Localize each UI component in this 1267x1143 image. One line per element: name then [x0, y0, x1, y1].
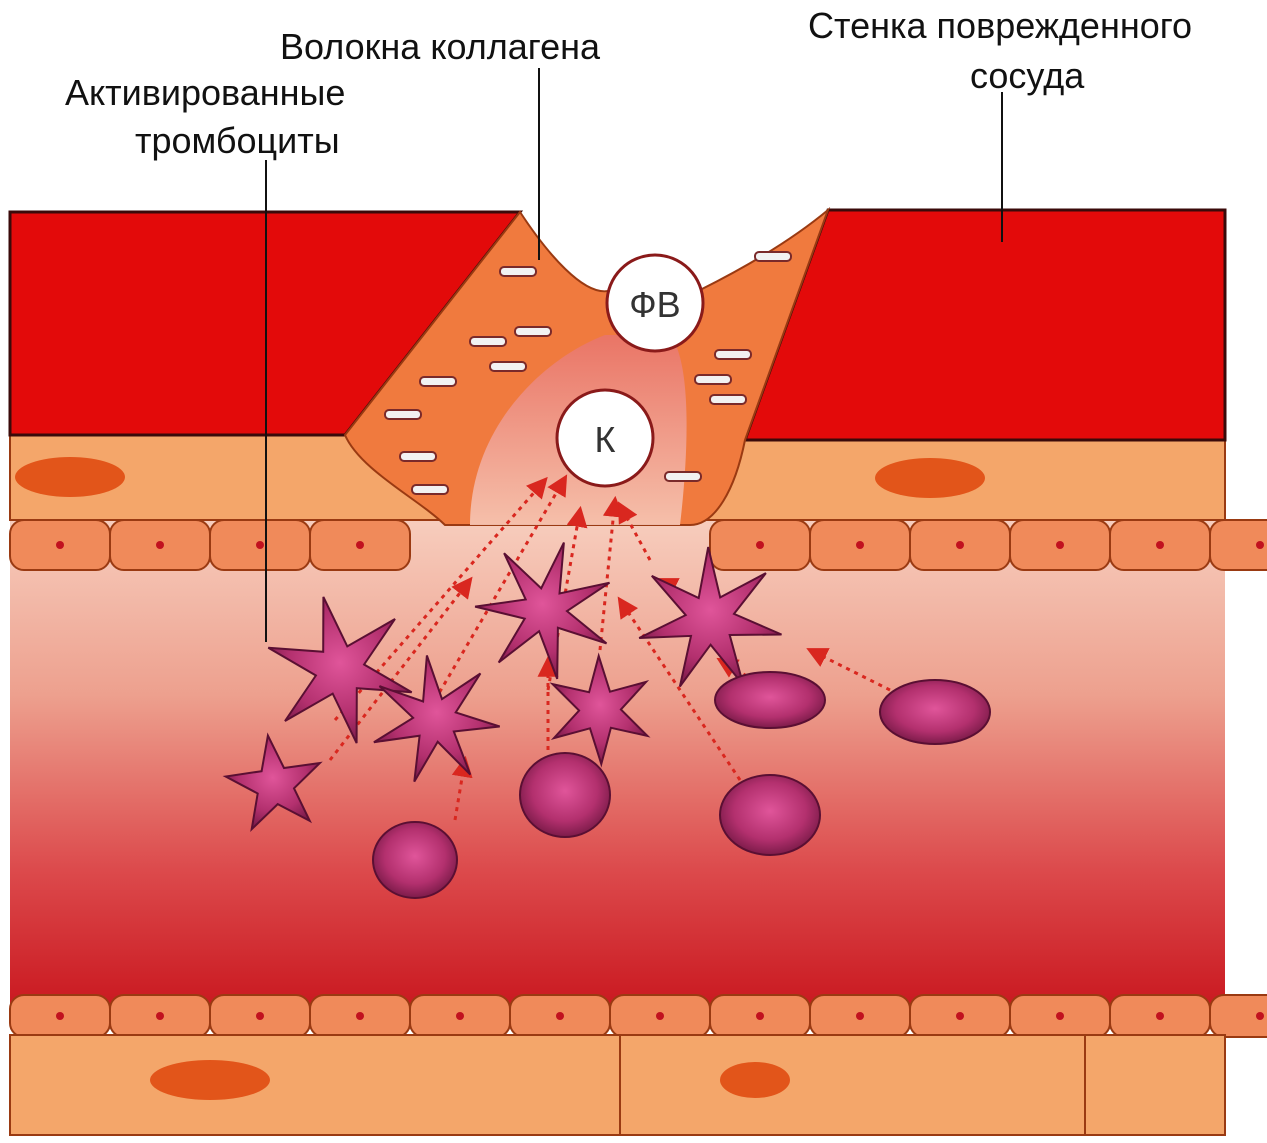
- cell-nucleus: [856, 1012, 864, 1020]
- collagen-marker: К: [557, 390, 653, 486]
- cell-nucleus: [256, 1012, 264, 1020]
- cell-nucleus: [356, 541, 364, 549]
- collagen-fiber: [710, 395, 746, 404]
- resting-platelet: [720, 775, 820, 855]
- collagen-fiber: [755, 252, 791, 261]
- vwf-marker-label: ФВ: [629, 284, 680, 325]
- cell-nucleus: [956, 1012, 964, 1020]
- collagen-fiber: [490, 362, 526, 371]
- collagen-fiber: [515, 327, 551, 336]
- cell-nucleus: [656, 1012, 664, 1020]
- wall-leader-line: [1001, 92, 1003, 242]
- collagen-fiber: [400, 452, 436, 461]
- cell-nucleus: [1056, 1012, 1064, 1020]
- resting-platelet: [373, 822, 457, 898]
- cell-nucleus: [156, 541, 164, 549]
- nucleus: [875, 458, 985, 498]
- nucleus: [150, 1060, 270, 1100]
- cell-nucleus: [1056, 541, 1064, 549]
- cell-nucleus: [1256, 1012, 1264, 1020]
- resting-platelet: [880, 680, 990, 744]
- collagen-fiber: [695, 375, 731, 384]
- collagen-leader-line: [538, 68, 540, 260]
- resting-platelet: [715, 672, 825, 728]
- cell-nucleus: [1156, 1012, 1164, 1020]
- nucleus: [720, 1062, 790, 1098]
- vwf-marker: ФВ: [607, 255, 703, 351]
- resting-platelet: [520, 753, 610, 837]
- cell-nucleus: [1256, 541, 1264, 549]
- cell-nucleus: [1156, 541, 1164, 549]
- cell-nucleus: [756, 541, 764, 549]
- damaged-wall-label-line1: Стенка поврежденного: [808, 5, 1192, 47]
- cell-nucleus: [856, 541, 864, 549]
- vessel-lumen: [10, 520, 1225, 1020]
- collagen-fiber: [420, 377, 456, 386]
- cell-nucleus: [756, 1012, 764, 1020]
- collagen-fiber: [715, 350, 751, 359]
- platelets-leader-line: [265, 160, 267, 642]
- activated-platelets-label-line2: тромбоциты: [135, 120, 340, 162]
- vessel-wall-right: [745, 210, 1225, 440]
- collagen-fibers-label: Волокна коллагена: [280, 26, 600, 68]
- cell-nucleus: [556, 1012, 564, 1020]
- activated-platelets-label-line1: Активированные: [65, 72, 345, 114]
- cell-nucleus: [56, 541, 64, 549]
- nucleus: [15, 457, 125, 497]
- collagen-fiber: [500, 267, 536, 276]
- collagen-fiber: [665, 472, 701, 481]
- collagen-marker-label: К: [595, 419, 616, 460]
- endothelium-bottom: [10, 995, 1267, 1037]
- damaged-wall-label-line2: сосуда: [970, 55, 1084, 97]
- cell-nucleus: [956, 541, 964, 549]
- cell-nucleus: [56, 1012, 64, 1020]
- collagen-fiber: [470, 337, 506, 346]
- cell-nucleus: [156, 1012, 164, 1020]
- cell-nucleus: [356, 1012, 364, 1020]
- cell-nucleus: [256, 541, 264, 549]
- collagen-fiber: [412, 485, 448, 494]
- collagen-fiber: [385, 410, 421, 419]
- cell-nucleus: [456, 1012, 464, 1020]
